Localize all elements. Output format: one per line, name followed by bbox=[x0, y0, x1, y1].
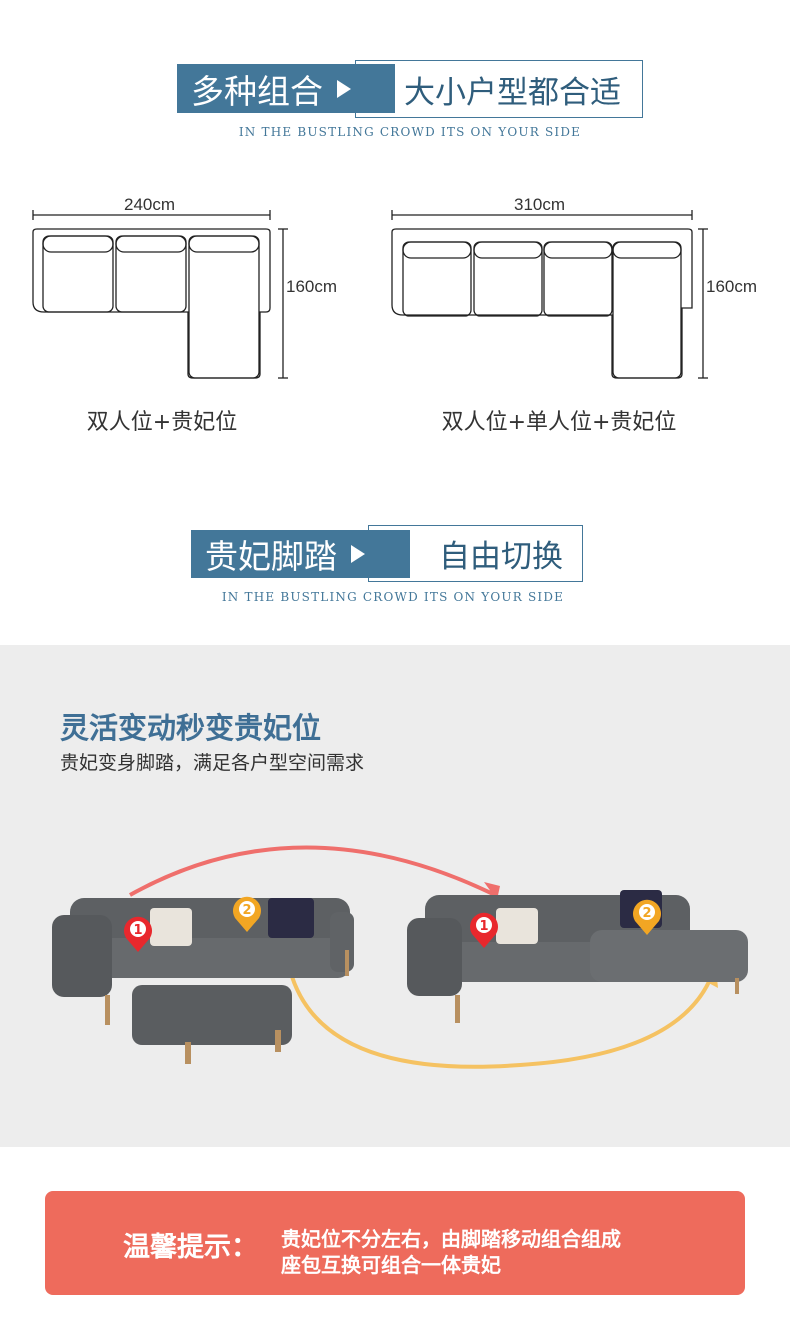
title-outline-box: 大小户型都合适 bbox=[355, 60, 643, 118]
depth-label-240: 160cm bbox=[286, 277, 338, 296]
title2-highlight-box: 贵妃脚踏 bbox=[191, 530, 410, 578]
section1-title-highlight: 多种组合 bbox=[191, 71, 323, 111]
sofa-transform-illustration: 1 1 2 2 bbox=[52, 845, 748, 1069]
svg-text:1: 1 bbox=[133, 923, 142, 938]
tip-banner: 温馨提示： 贵妃位不分左右，由脚踏移动组合组成 座包互换可组合一体贵妃 bbox=[45, 1191, 745, 1295]
play-triangle-icon bbox=[351, 545, 365, 563]
sofa-diagrams bbox=[32, 210, 708, 379]
title-highlight-box: 多种组合 bbox=[177, 64, 395, 113]
play-triangle-icon bbox=[337, 79, 351, 98]
title2-outline-box: 自由切换 bbox=[368, 525, 583, 582]
arrow-bottom bbox=[288, 969, 714, 1069]
section2-title-rest: 自由切换 bbox=[439, 539, 563, 575]
section2-title-highlight: 贵妃脚踏 bbox=[205, 537, 337, 576]
svg-text:2: 2 bbox=[642, 906, 651, 921]
feature-subtitle: 贵妃变身脚踏，满足各户型空间需求 bbox=[60, 752, 365, 774]
section2-subtitle: IN THE BUSTLING CROWD ITS ON YOUR SIDE bbox=[221, 590, 565, 604]
width-label-310: 310cm bbox=[514, 195, 566, 214]
diagram-310 bbox=[391, 210, 708, 379]
arrow-top bbox=[129, 845, 496, 897]
tip-line-1: 贵妃位不分左右，由脚踏移动组合组成 bbox=[281, 1227, 621, 1251]
section1-title-rest: 大小户型都合适 bbox=[404, 74, 621, 111]
marker-2-icon: 2 2 bbox=[233, 896, 661, 935]
marker-1-icon: 1 1 bbox=[124, 912, 499, 952]
width-label-240: 240cm bbox=[124, 195, 176, 214]
tip-line-2: 座包互换可组合一体贵妃 bbox=[281, 1253, 501, 1277]
svg-text:1: 1 bbox=[479, 919, 488, 934]
sofa-photo-1 bbox=[52, 898, 354, 1064]
caption-310: 双人位+单人位+贵妃位 bbox=[441, 410, 677, 435]
section1-subtitle: IN THE BUSTLING CROWD ITS ON YOUR SIDE bbox=[238, 125, 582, 139]
svg-text:2: 2 bbox=[242, 903, 251, 918]
diagram-240 bbox=[32, 210, 288, 379]
feature-title: 灵活变动秒变贵妃位 bbox=[60, 711, 322, 745]
caption-240: 双人位+贵妃位 bbox=[86, 410, 238, 435]
depth-label-310: 160cm bbox=[706, 277, 758, 296]
tip-label: 温馨提示： bbox=[123, 1232, 258, 1263]
